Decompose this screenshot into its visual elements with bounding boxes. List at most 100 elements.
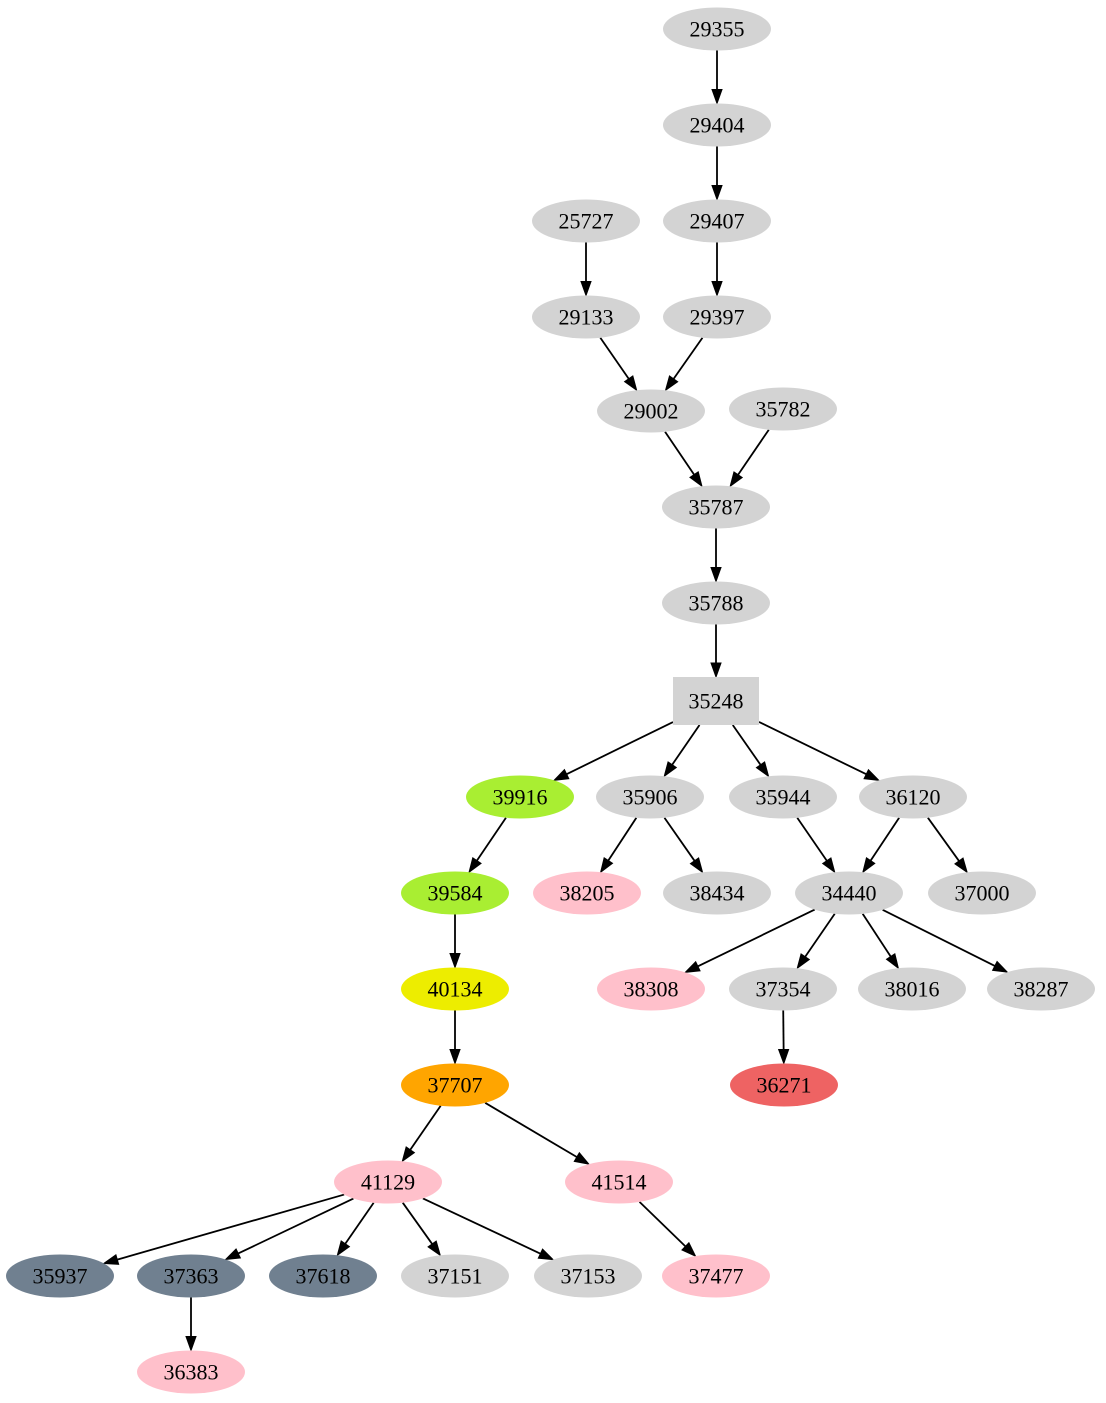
node-37618: 37618 (269, 1254, 377, 1298)
edge-41129-37618 (336, 1202, 375, 1257)
arrowhead-icon (580, 281, 592, 297)
edge-35788-35248 (710, 624, 722, 679)
edge-41129-37151 (402, 1202, 442, 1257)
edge-41129-37153 (422, 1197, 555, 1261)
node-ellipse-shape (662, 581, 770, 625)
node-label: 35944 (756, 784, 811, 809)
node-ellipse-shape (565, 1160, 673, 1204)
node-37153: 37153 (534, 1254, 642, 1298)
node-label: 29407 (690, 208, 745, 233)
edge-line (117, 1193, 345, 1261)
edge-line (607, 817, 638, 861)
node-label: 37153 (561, 1263, 616, 1288)
node-29133: 29133 (532, 295, 640, 339)
node-37707: 37707 (401, 1063, 509, 1107)
node-41129: 41129 (334, 1160, 442, 1204)
node-37477: 37477 (662, 1254, 770, 1298)
edge-35906-38434 (663, 817, 704, 874)
node-label: 35248 (689, 688, 744, 713)
arrowhead-icon (954, 857, 969, 874)
node-29407: 29407 (663, 199, 771, 243)
arrowhead-icon (863, 768, 881, 782)
edge-29404-29407 (711, 146, 723, 201)
node-ellipse-shape (401, 1254, 509, 1298)
edge-line (796, 817, 828, 862)
node-ellipse-shape (6, 1254, 114, 1298)
edge-line (237, 1197, 354, 1255)
edge-29002-35787 (664, 431, 703, 488)
edge-line (671, 724, 701, 766)
node-ellipse-shape (663, 199, 771, 243)
node-label: 37707 (428, 1072, 483, 1097)
arrowhead-icon (336, 1240, 351, 1257)
edge-line (672, 337, 704, 380)
node-ellipse-shape (729, 387, 837, 431)
node-29355: 29355 (663, 7, 771, 51)
node-ellipse-shape (269, 1254, 377, 1298)
node-ellipse-shape (596, 775, 704, 819)
edge-line (737, 429, 770, 476)
node-ellipse-shape (534, 1254, 642, 1298)
node-38205: 38205 (533, 871, 641, 915)
node-label: 36383 (164, 1359, 219, 1384)
node-ellipse-shape (729, 775, 837, 819)
arrowhead-icon (468, 857, 482, 874)
node-label: 37477 (689, 1263, 744, 1288)
node-ellipse-shape (532, 199, 640, 243)
arrowhead-icon (401, 1146, 416, 1163)
node-ellipse-shape (663, 295, 771, 339)
node-ellipse-shape (401, 871, 509, 915)
node-ellipse-shape (663, 7, 771, 51)
node-35944: 35944 (729, 775, 837, 819)
edge-37354-36271 (777, 1010, 790, 1065)
node-36383: 36383 (137, 1350, 245, 1394)
edge-34440-38016 (861, 913, 900, 970)
edge-39916-39584 (468, 817, 507, 874)
node-34440: 34440 (795, 871, 903, 915)
node-39584: 39584 (401, 871, 509, 915)
edge-29133-29002 (599, 337, 638, 392)
node-25727: 25727 (532, 199, 640, 243)
node-ellipse-shape (730, 1063, 838, 1107)
edge-line (804, 913, 836, 958)
arrowhead-icon (599, 856, 614, 874)
arrowhead-icon (821, 857, 836, 874)
edge-line (402, 1202, 433, 1245)
node-label: 35787 (689, 494, 744, 519)
node-label: 41514 (592, 1169, 647, 1194)
node-label: 35906 (623, 784, 678, 809)
edge-36120-34440 (862, 817, 900, 874)
node-35937: 35937 (6, 1254, 114, 1298)
arrowhead-icon (663, 761, 678, 778)
node-label: 35782 (756, 396, 811, 421)
node-ellipse-shape (532, 295, 640, 339)
node-ellipse-shape (795, 871, 903, 915)
node-36271: 36271 (730, 1063, 838, 1107)
node-ellipse-shape (663, 871, 771, 915)
node-label: 29404 (690, 112, 745, 137)
node-ellipse-shape (729, 967, 837, 1011)
node-35788: 35788 (662, 581, 770, 625)
node-label: 34440 (822, 880, 877, 905)
node-38016: 38016 (858, 967, 966, 1011)
node-ellipse-shape (137, 1350, 245, 1394)
arrowhead-icon (711, 89, 723, 105)
node-41514: 41514 (565, 1160, 673, 1204)
arrowhead-icon (862, 856, 876, 874)
arrowhead-icon (689, 857, 704, 874)
node-label: 37618 (296, 1263, 351, 1288)
node-35906: 35906 (596, 775, 704, 819)
edge-37707-41514 (484, 1102, 591, 1165)
edge-35248-35906 (663, 724, 701, 778)
edge-35787-35788 (710, 528, 722, 583)
arrowhead-icon (796, 953, 811, 970)
node-ellipse-shape (858, 967, 966, 1011)
edge-41514-37477 (638, 1201, 697, 1258)
node-label: 25727 (559, 208, 614, 233)
node-label: 39584 (428, 880, 483, 905)
arrowhead-icon (681, 1241, 697, 1258)
edge-35248-35944 (732, 724, 770, 778)
node-box-shape (673, 677, 759, 725)
edge-35944-34440 (796, 817, 836, 874)
